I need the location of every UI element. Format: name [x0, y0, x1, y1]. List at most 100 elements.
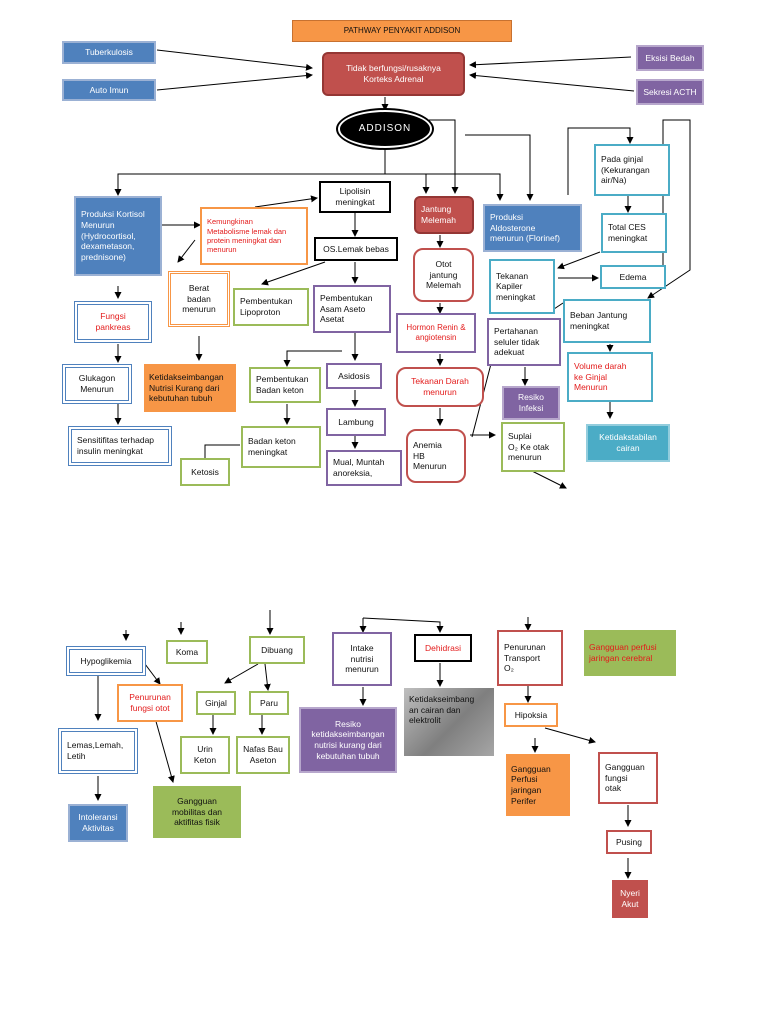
node-addison: ADDISON [338, 110, 432, 148]
node-total-ces: Total CES meningkat [601, 213, 667, 253]
node-text: Lipolisin meningkat [335, 186, 375, 207]
node-gangguan-perfusi-serebral: Gangguan perfusi jaringan cerebral [584, 630, 676, 676]
node-pada-ginjal: Pada ginjal (Kekurangan air/Na) [594, 144, 670, 196]
diagram-title: PATHWAY PENYAKIT ADDISON [292, 20, 512, 42]
node-text: Intoleransi Aktivitas [78, 812, 118, 833]
node-text: Hypoglikemia [80, 655, 132, 666]
node-text: Edema [619, 271, 647, 282]
node-text: Lemas,Lemah, Letih [67, 740, 124, 761]
node-volume-darah: Volume darah ke Ginjal Menurun [567, 352, 653, 402]
node-ketidakseimbangan-cairan: Ketidakseimbang an cairan dan elektrolit [404, 688, 494, 756]
node-penurunan-transport: Penurunan Transport O₂ [497, 630, 563, 686]
node-jantung-melemah: Jantung Melemah [414, 196, 474, 234]
node-text: Gangguan mobilitas dan aktifitas fisik [171, 796, 223, 828]
node-text: Pertahanan seluler tidak adekuat [494, 326, 540, 358]
node-resiko-infeksi: Resiko Infeksi [502, 386, 560, 420]
node-text: Produksi Kortisol Menurun (Hydrocortisol… [81, 209, 145, 262]
node-text: OS.Lemak bebas [323, 243, 389, 254]
node-hypoglikemia: Hypoglikemia [66, 646, 146, 676]
node-text: Nyeri Akut [620, 888, 640, 909]
node-text: Badan keton meningkat [248, 436, 296, 457]
node-pembentukan-badan-keton: Pembentukan Badan keton [249, 367, 321, 403]
node-text: Auto Imun [89, 84, 129, 95]
node-text: Paru [260, 697, 278, 708]
node-suplai-o2: Suplai O₂ Ke otak menurun [501, 422, 565, 472]
node-badan-keton-meningkat: Badan keton meningkat [241, 426, 321, 468]
node-pembentukan-lipoproton: Pembentukan Lipoproton [233, 288, 309, 326]
node-otot-jantung: Otot jantung Melemah [413, 248, 474, 302]
node-fungsi-pankreas: Fungsi pankreas [74, 301, 152, 343]
node-text: Volume darah ke Ginjal Menurun [574, 361, 627, 393]
node-dibuang: Dibuang [249, 636, 305, 664]
node-text: Sekresi ACTH [643, 86, 697, 97]
node-mual: Mual, Muntah anoreksia, [326, 450, 402, 486]
node-pembentukan-asam-aseto: Pembentukan Asam Aseto Asetat [313, 285, 391, 333]
node-text: Penurunan Transport O₂ [504, 642, 546, 674]
node-edema: Edema [600, 265, 666, 289]
node-auto-imun: Auto Imun [62, 79, 156, 101]
node-ginjal: Ginjal [196, 691, 236, 715]
node-text: Sensitifitas terhadap insulin meningkat [77, 435, 155, 456]
node-pertahanan-seluler: Pertahanan seluler tidak adekuat [487, 318, 561, 366]
node-nafas-bau-aseton: Nafas Bau Aseton [236, 736, 290, 774]
node-text: Pembentukan Lipoproton [240, 296, 293, 317]
node-text: Ketidakseimbangan Nutrisi Kurang dari ke… [149, 372, 224, 404]
node-text: Berat badan menurun [182, 283, 216, 315]
node-resiko-ketidakseimbangan-nutrisi: Resiko ketidakseimbangan nutrisi kurang … [299, 707, 397, 773]
node-text: Asidosis [338, 370, 370, 381]
node-koma: Koma [166, 640, 208, 664]
node-kemungkinan-metabolisme: Kemungkinan Metabolisme lemak dan protei… [200, 207, 308, 265]
node-text: Otot jantung Melemah [426, 259, 461, 291]
node-tekanan-kapiler: Tekanan Kapiler meningkat [489, 259, 555, 314]
node-text: Produksi Aldosterone menurun (Florinef) [490, 212, 560, 244]
node-text: Ketidakseimbang an cairan dan elektrolit [409, 694, 475, 726]
node-text: Urin Keton [193, 744, 217, 765]
node-text: Anemia HB Menurun [413, 440, 447, 472]
node-text: Tekanan Kapiler meningkat [496, 270, 536, 302]
node-berat-badan: Berat badan menurun [168, 271, 230, 327]
node-text: Fungsi pankreas [95, 311, 131, 332]
node-text: Resiko ketidakseimbangan nutrisi kurang … [311, 718, 385, 761]
node-text: Gangguan Perfusi jaringan Perifer [511, 763, 551, 806]
node-text: Eksisi Bedah [645, 52, 695, 63]
node-lemas: Lemas,Lemah, Letih [58, 728, 138, 774]
node-beban-jantung: Beban Jantung meningkat [563, 299, 651, 343]
node-intoleransi-aktivitas: Intoleransi Aktivitas [68, 804, 128, 842]
node-tekanan-darah: Tekanan Darah menurun [396, 367, 484, 407]
node-produksi-aldosterone: Produksi Aldosterone menurun (Florinef) [483, 204, 582, 252]
node-urin-keton: Urin Keton [180, 736, 230, 774]
node-text: Dehidrasi [425, 642, 461, 653]
node-text: Hormon Renin & angiotensin [406, 323, 466, 342]
node-gangguan-fungsi-otak: Gangguan fungsi otak [598, 752, 658, 804]
node-tidak-berfungsi: Tidak berfungsi/rusaknya Korteks Adrenal [322, 52, 465, 96]
node-text: Glukagon Menurun [78, 373, 116, 394]
node-lipolisis: Lipolisin meningkat [319, 181, 391, 213]
node-text: Lambung [338, 416, 374, 427]
node-text: Total CES meningkat [608, 222, 648, 243]
node-asidosis: Asidosis [326, 363, 382, 389]
node-nyeri-akut: Nyeri Akut [612, 880, 648, 918]
node-text: ADDISON [358, 122, 412, 134]
node-text: Jantung Melemah [421, 204, 456, 225]
node-text: Pembentukan Asam Aseto Asetat [320, 293, 373, 325]
node-text: Pembentukan Badan keton [256, 374, 309, 395]
node-penurunan-fungsi-otot: Penurunan fungsi otot [117, 684, 183, 722]
node-sensitifitas: Sensitifitas terhadap insulin meningkat [68, 426, 172, 466]
node-text: Gangguan perfusi jaringan cerebral [589, 642, 657, 663]
node-dehidrasi: Dehidrasi [414, 634, 472, 662]
node-text: Gangguan fungsi otak [605, 762, 645, 794]
node-tuberkulosis: Tuberkulosis [62, 41, 156, 64]
node-text: Kemungkinan Metabolisme lemak dan protei… [207, 217, 287, 255]
node-text: Hipoksia [514, 709, 548, 720]
diagram-title-text: PATHWAY PENYAKIT ADDISON [343, 26, 461, 35]
node-os-lemak: OS.Lemak bebas [314, 237, 398, 261]
node-ketosis: Ketosis [180, 458, 230, 486]
node-text: Suplai O₂ Ke otak menurun [508, 431, 550, 463]
node-hipoksia: Hipoksia [504, 703, 558, 727]
node-text: Koma [175, 646, 199, 657]
node-text: Tekanan Darah menurun [411, 376, 469, 397]
node-eksisi-bedah: Eksisi Bedah [636, 45, 704, 71]
node-ketidakseimbangan-nutrisi-1: Ketidakseimbangan Nutrisi Kurang dari ke… [144, 364, 236, 412]
node-anemia: Anemia HB Menurun [406, 429, 466, 483]
node-paru: Paru [249, 691, 289, 715]
